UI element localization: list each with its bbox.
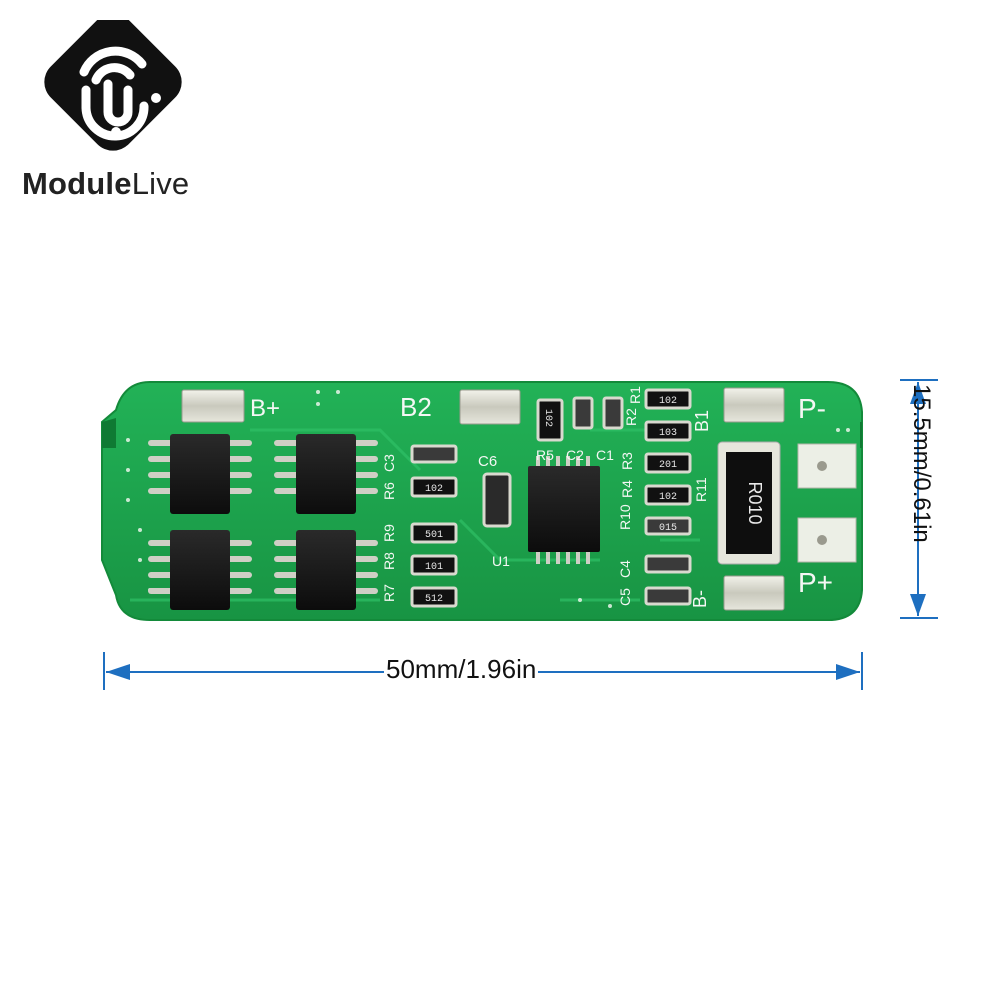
silk-c3: C3 <box>381 454 397 472</box>
height-label: 15.5mm/0.61in <box>908 384 935 543</box>
smd-capacitors <box>410 396 692 606</box>
code-a: 102 <box>542 409 553 427</box>
controller-ic <box>528 456 600 564</box>
silk-r2: R2 <box>623 408 639 426</box>
arrow-left-icon <box>106 664 130 680</box>
silk-r11: R11 <box>693 477 709 502</box>
shunt-resistor: R010 <box>717 441 781 565</box>
silk-r8: R8 <box>381 552 397 570</box>
code-c: 103 <box>659 428 677 439</box>
silk-u1: U1 <box>492 553 510 569</box>
mosfet-chips <box>148 434 378 610</box>
brand-logo <box>20 13 220 210</box>
silk-r10: R10 <box>617 504 633 530</box>
brand-name: ModuleLive <box>22 166 189 202</box>
code-g: 101 <box>425 562 443 573</box>
pad-b-plus <box>181 389 245 423</box>
silk-p-plus: P+ <box>798 567 833 598</box>
silk-b1: B1 <box>692 410 712 432</box>
code-i: 102 <box>659 396 677 407</box>
code-b: 102 <box>425 484 443 495</box>
code-j: 015 <box>659 523 677 534</box>
silk-c4: C4 <box>617 560 633 578</box>
arrow-up-icon <box>910 382 926 404</box>
brand-name-bold: Module <box>22 166 132 201</box>
silk-r1: R1 <box>627 386 643 404</box>
code-h: 512 <box>425 594 443 605</box>
pad-b2 <box>459 389 521 425</box>
code-f: 501 <box>425 530 443 541</box>
arrow-right-icon <box>836 664 860 680</box>
silk-c6: C6 <box>478 453 497 470</box>
pad-p-plus <box>723 575 785 611</box>
logo-mark-icon <box>44 13 182 151</box>
brand-name-light: Live <box>131 166 190 201</box>
silk-b2: B2 <box>400 392 432 422</box>
smd-resistors <box>410 388 692 608</box>
silk-r5: R5 <box>536 447 554 463</box>
silk-r6: R6 <box>381 482 397 500</box>
silk-r9: R9 <box>381 524 397 542</box>
silk-b-plus: B+ <box>250 395 280 422</box>
silk-r7: R7 <box>381 584 397 602</box>
silk-r4: R4 <box>619 480 635 498</box>
silk-r3: R3 <box>619 452 635 470</box>
shunt-value: R010 <box>745 481 765 524</box>
silk-b-minus: B- <box>690 590 710 608</box>
silk-c5: C5 <box>617 588 633 606</box>
silk-c2: C2 <box>566 447 584 463</box>
pad-side-bottom <box>797 517 857 563</box>
code-e: 102 <box>659 492 677 503</box>
code-d: 201 <box>659 460 677 471</box>
arrow-down-icon <box>910 594 926 616</box>
silk-p-minus: P- <box>798 393 826 424</box>
silk-c1: C1 <box>596 447 614 463</box>
height-dimension <box>900 379 938 619</box>
pcb-board: 102 102 102 103 201 102 015 501 101 512 … <box>101 381 863 621</box>
width-label: 50mm/1.96in <box>384 654 539 685</box>
pad-p-minus <box>723 387 785 423</box>
